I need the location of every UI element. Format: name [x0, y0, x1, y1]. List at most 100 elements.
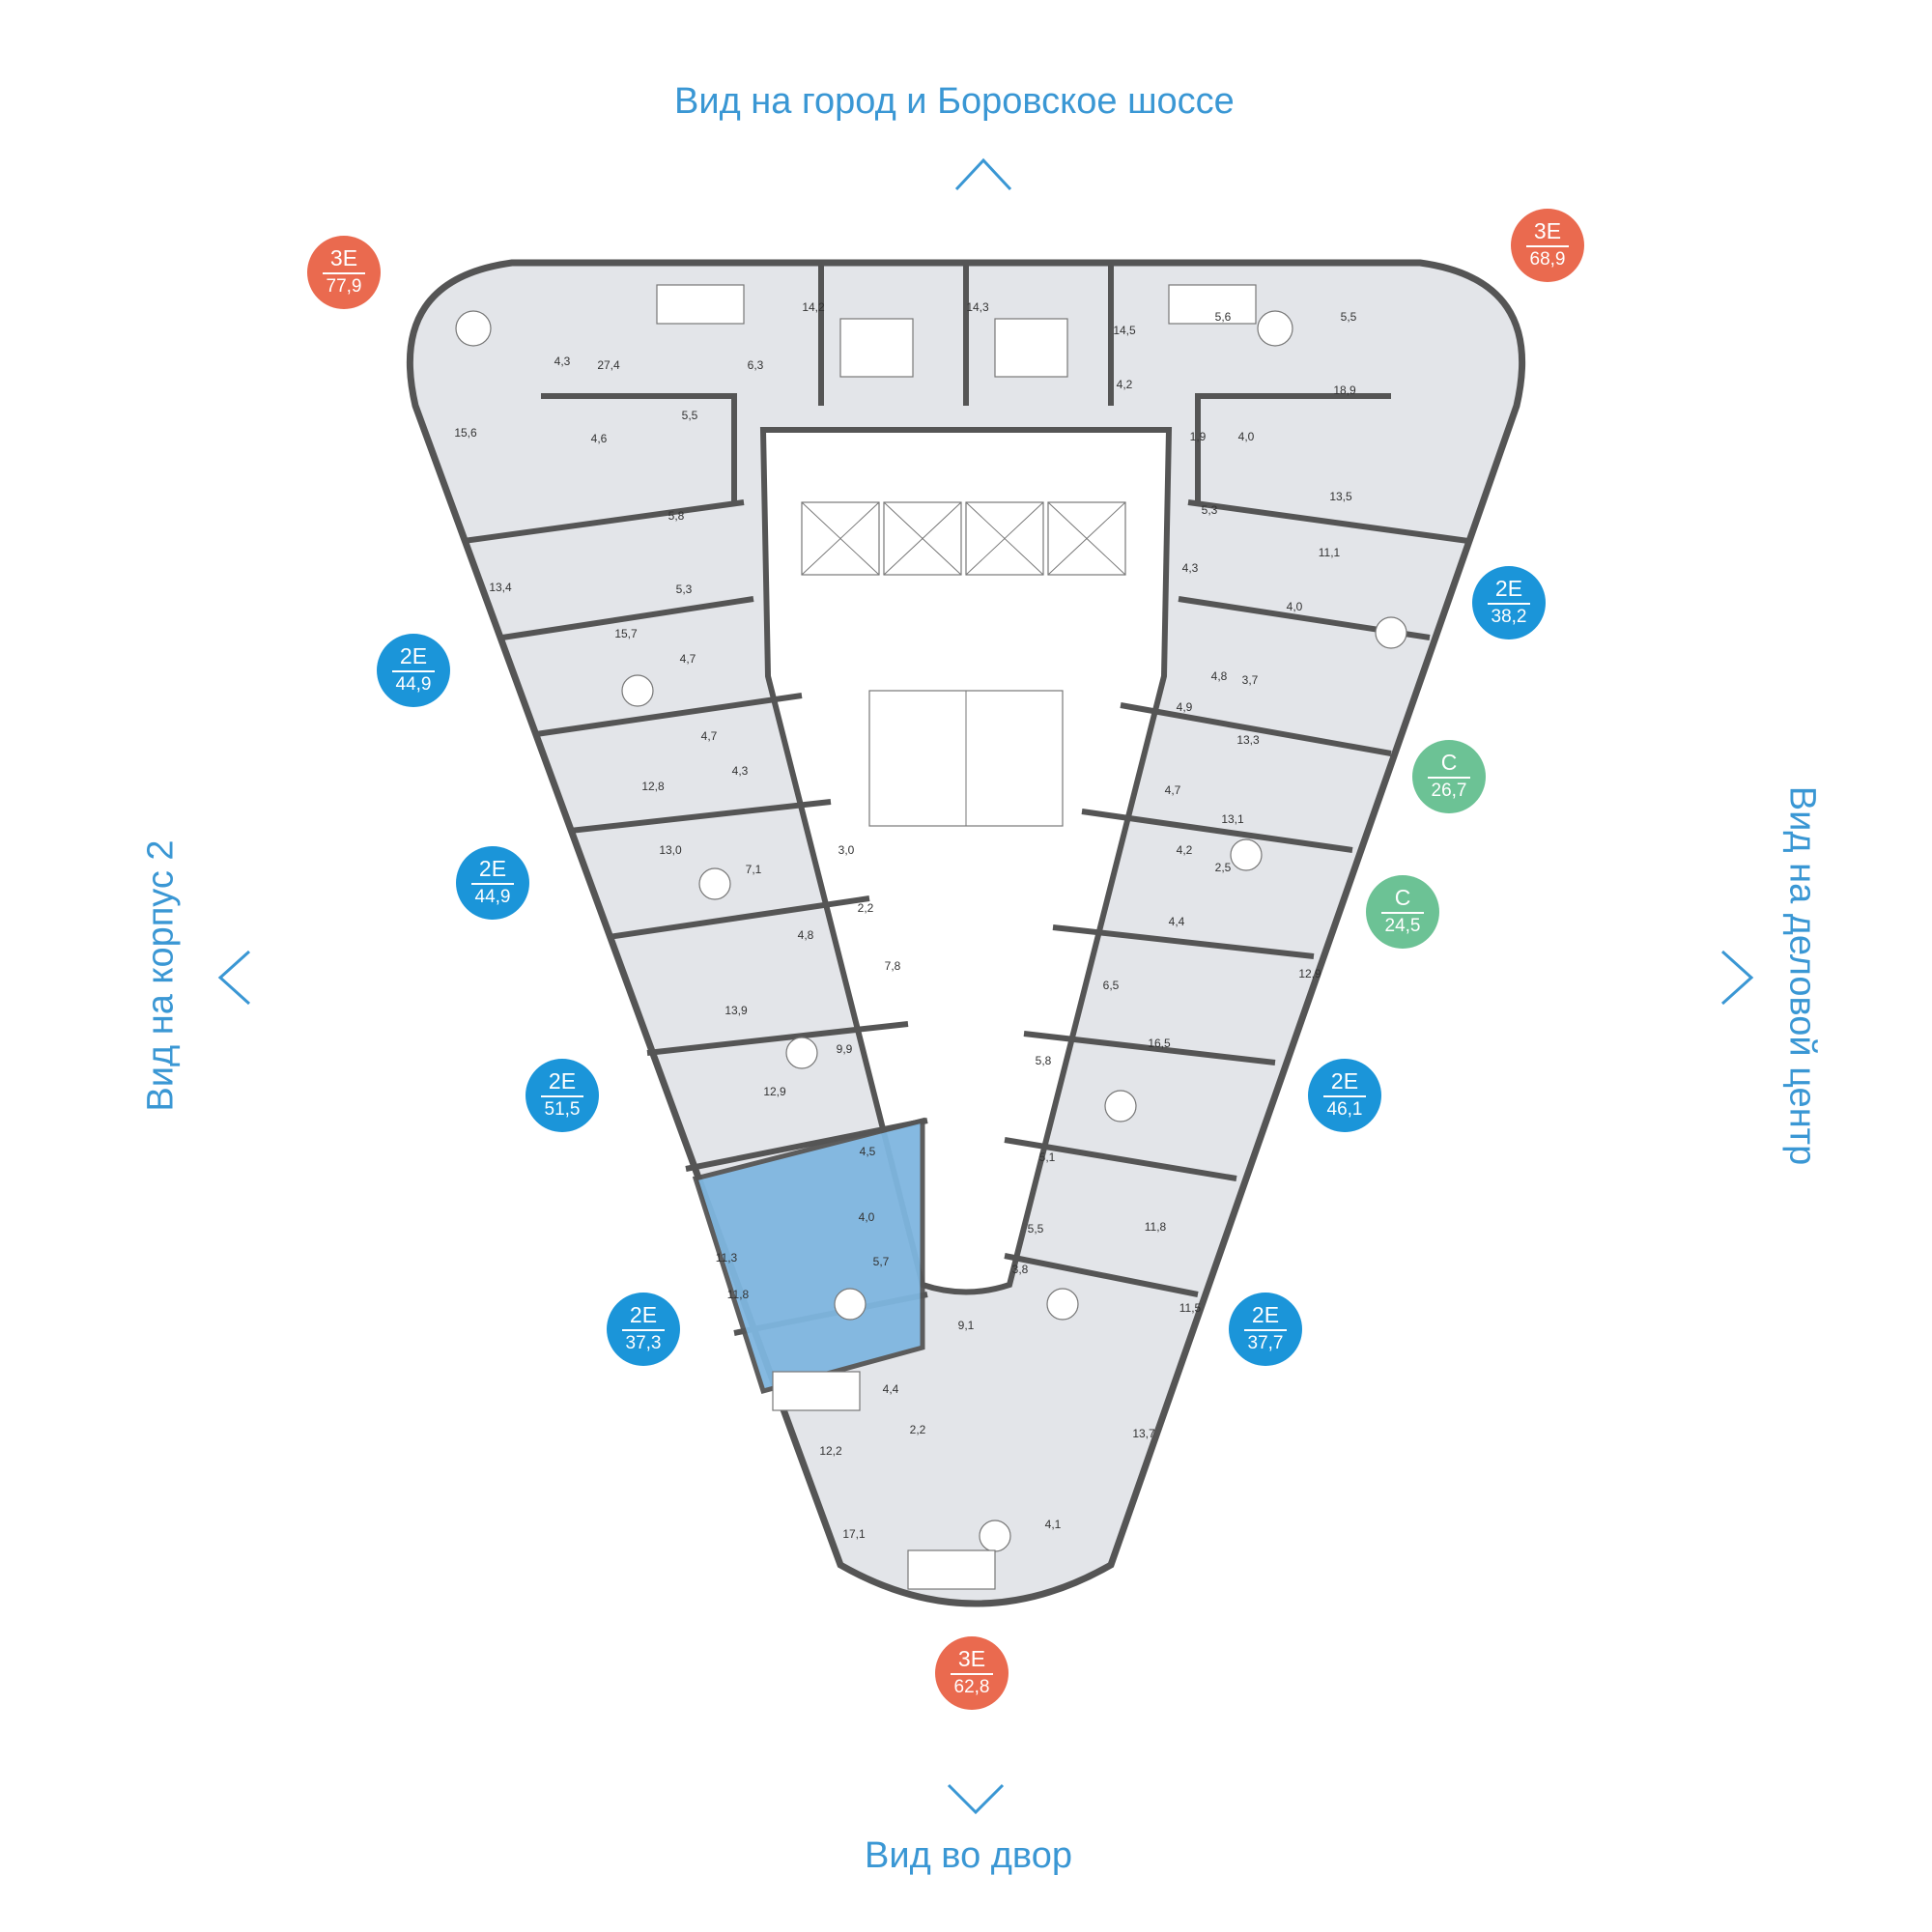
- room-area-label: 5,8: [668, 509, 685, 523]
- room-area-label: 11,8: [1145, 1220, 1167, 1234]
- apartment-badge[interactable]: 2E 46,1: [1308, 1059, 1381, 1132]
- apartment-badge[interactable]: 2E 37,7: [1229, 1293, 1302, 1366]
- badge-divider: [1244, 1329, 1287, 1331]
- badge-divider: [1488, 603, 1530, 605]
- room-area-label: 12,9: [763, 1085, 786, 1098]
- apartment-area: 46,1: [1326, 1099, 1363, 1120]
- badge-divider: [323, 272, 365, 274]
- badge-divider: [1381, 912, 1424, 914]
- apartment-badge[interactable]: 2E 51,5: [526, 1059, 599, 1132]
- badge-divider: [1526, 245, 1569, 247]
- view-label-top: Вид на город и Боровское шоссе: [674, 81, 1235, 122]
- elevator-core: [801, 501, 1126, 827]
- badge-divider: [471, 883, 514, 885]
- room-area-label: 27,4: [597, 358, 620, 372]
- room-area-label: 4,7: [680, 652, 696, 666]
- room-area-label: 6,3: [748, 358, 764, 372]
- room-area-label: 2,5: [1215, 861, 1232, 874]
- room-area-label: 4,7: [1165, 783, 1181, 797]
- apartment-badge[interactable]: С 26,7: [1412, 740, 1486, 813]
- room-area-label: 4,5: [860, 1145, 876, 1158]
- chevron-up-icon[interactable]: [954, 157, 1012, 191]
- room-area-label: 4,9: [1177, 700, 1193, 714]
- apartment-badge[interactable]: 3E 68,9: [1511, 209, 1584, 282]
- room-area-label: 5,7: [873, 1255, 890, 1268]
- room-area-label: 14,3: [966, 300, 989, 314]
- room-area-label: 4,3: [554, 355, 571, 368]
- badge-divider: [541, 1095, 583, 1097]
- room-area-label: 14,5: [1113, 324, 1136, 337]
- room-area-label: 7,1: [746, 863, 762, 876]
- room-area-label: 18,9: [1333, 384, 1356, 397]
- apartment-type: 2E: [629, 1302, 658, 1327]
- room-area-label: 3,8: [1012, 1263, 1029, 1276]
- room-area-label: 5,3: [676, 582, 693, 596]
- room-area-label: 2,2: [910, 1423, 926, 1436]
- room-area-label: 11,3: [716, 1251, 738, 1264]
- apartment-badge[interactable]: 2E 44,9: [456, 846, 529, 920]
- room-area-label: 5,3: [1202, 503, 1218, 517]
- apartment-badge[interactable]: С 24,5: [1366, 875, 1439, 949]
- apartment-area: 68,9: [1529, 249, 1566, 270]
- room-area-label: 4,8: [798, 928, 814, 942]
- apartment-area: 77,9: [326, 276, 362, 297]
- apartment-badge[interactable]: 3E 62,8: [935, 1636, 1009, 1710]
- room-area-label: 5,5: [682, 409, 698, 422]
- room-area-label: 15,7: [614, 627, 638, 640]
- apartment-area: 24,5: [1384, 916, 1421, 936]
- room-area-label: 4,8: [1211, 669, 1228, 683]
- apartment-type: С: [1440, 750, 1458, 775]
- badge-divider: [392, 670, 435, 672]
- apartment-badge[interactable]: 2E 44,9: [377, 634, 450, 707]
- room-area-label: 4,2: [1117, 378, 1133, 391]
- apartment-type: 2E: [548, 1068, 577, 1094]
- room-area-label: 4,4: [883, 1382, 899, 1396]
- room-area-label: 5,5: [1028, 1222, 1044, 1236]
- apartment-area: 26,7: [1431, 781, 1467, 801]
- badge-divider: [622, 1329, 665, 1331]
- room-area-label: 14,2: [802, 300, 825, 314]
- apartment-badge[interactable]: 2E 37,3: [607, 1293, 680, 1366]
- room-area-label: 6,5: [1103, 979, 1120, 992]
- apartment-area: 44,9: [395, 674, 432, 695]
- apartment-type: 3E: [1533, 218, 1562, 243]
- room-area-label: 16,5: [1148, 1037, 1171, 1050]
- room-area-label: 9,1: [958, 1319, 975, 1332]
- room-area-label: 11,5: [1179, 1301, 1202, 1315]
- room-area-label: 12,9: [1298, 967, 1321, 980]
- apartment-type: 2E: [1330, 1068, 1359, 1094]
- apartment-area: 44,9: [474, 887, 511, 907]
- room-area-label: 5,5: [1341, 310, 1357, 324]
- room-area-label: 11,1: [1319, 546, 1341, 559]
- apartment-type: 2E: [1494, 576, 1523, 601]
- room-area-label: 13,0: [659, 843, 682, 857]
- apartment-badge[interactable]: 3E 77,9: [307, 236, 381, 309]
- room-area-label: 4,0: [1287, 600, 1303, 613]
- apartment-area: 62,8: [953, 1677, 990, 1697]
- room-area-label: 5,8: [1036, 1054, 1052, 1067]
- room-area-label: 7,8: [885, 959, 901, 973]
- apartment-type: 2E: [478, 856, 507, 881]
- chevron-down-icon[interactable]: [947, 1783, 1005, 1815]
- badge-divider: [1323, 1095, 1366, 1097]
- view-label-bottom: Вид во двор: [865, 1835, 1072, 1876]
- badge-divider: [1428, 777, 1470, 779]
- apartment-type: С: [1394, 885, 1411, 910]
- room-area-label: 9,9: [837, 1042, 853, 1056]
- apartment-area: 38,2: [1491, 607, 1527, 627]
- room-area-label: 13,3: [1236, 733, 1260, 747]
- apartment-type: 2E: [1251, 1302, 1280, 1327]
- apartment-type: 3E: [329, 245, 358, 270]
- apartment-area: 51,5: [544, 1099, 581, 1120]
- view-label-right: Вид на деловой центр: [1781, 785, 1823, 1166]
- chevron-left-icon[interactable]: [217, 950, 251, 1006]
- furniture: [455, 284, 1407, 1590]
- room-area-label: 15,6: [454, 426, 477, 440]
- apartment-badge[interactable]: 2E 38,2: [1472, 566, 1546, 639]
- room-area-label: 4,3: [732, 764, 749, 778]
- selected-apartment[interactable]: [692, 1117, 925, 1395]
- room-area-label: 12,2: [819, 1444, 842, 1458]
- room-area-label: 4,1: [1045, 1518, 1062, 1531]
- chevron-right-icon[interactable]: [1720, 950, 1754, 1006]
